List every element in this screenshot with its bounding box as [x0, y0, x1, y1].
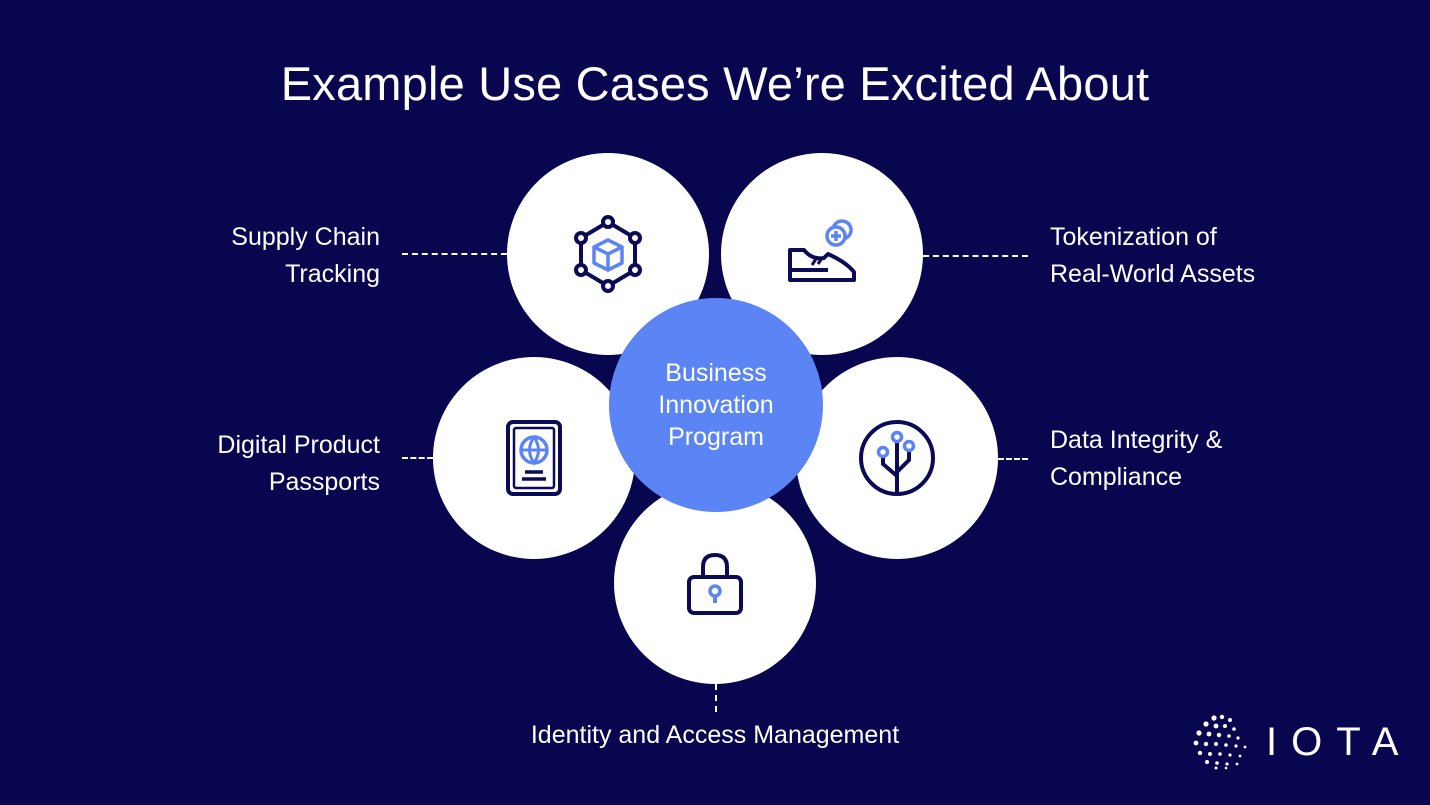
data-integrity-connector [998, 458, 1028, 460]
supply-chain-connector [402, 253, 507, 255]
data-integrity-circle [796, 357, 998, 559]
passport-circle [433, 357, 635, 559]
supply-chain-label-line-2: Tracking [285, 260, 380, 288]
supply-chain-network-icon [574, 215, 642, 293]
center-line-2: Innovation [658, 391, 774, 419]
iota-mark-icon [1193, 714, 1247, 770]
sneaker-token-icon [788, 219, 856, 282]
data-integrity-label: Data Integrity & Compliance [1050, 422, 1222, 496]
identity-connector [715, 684, 717, 712]
data-integrity-label-line-1: Data Integrity & [1050, 426, 1223, 454]
passport-label-line-2: Passports [268, 468, 380, 496]
tokenization-label-line-2: Real-World Assets [1050, 260, 1256, 288]
data-integrity-label-line-2: Compliance [1050, 463, 1183, 491]
business-innovation-program-circle: Business Innovation Program [609, 298, 823, 512]
passport-connector [402, 457, 433, 459]
passport-label: Digital Product Passports [217, 427, 380, 501]
center-line-3: Program [668, 423, 764, 451]
page-title: Example Use Cases We’re Excited About [280, 57, 1150, 110]
iota-logo: IOTA [1192, 714, 1412, 770]
tokenization-label-line-1: Tokenization of [1050, 223, 1217, 251]
tokenization-label: Tokenization of Real-World Assets [1050, 219, 1255, 293]
identity-circle [614, 482, 816, 684]
supply-chain-circle [507, 153, 709, 355]
supply-chain-label: Supply Chain Tracking [231, 219, 380, 293]
padlock-icon [687, 552, 743, 615]
tokenization-connector [923, 255, 1028, 257]
passport-icon [506, 420, 562, 496]
iota-wordmark: IOTA [1266, 719, 1413, 764]
circuit-tree-icon [859, 420, 935, 496]
passport-label-line-1: Digital Product [217, 431, 380, 459]
center-line-1: Business [665, 359, 767, 387]
identity-label: Identity and Access Management [530, 721, 900, 749]
supply-chain-label-line-1: Supply Chain [231, 223, 380, 251]
